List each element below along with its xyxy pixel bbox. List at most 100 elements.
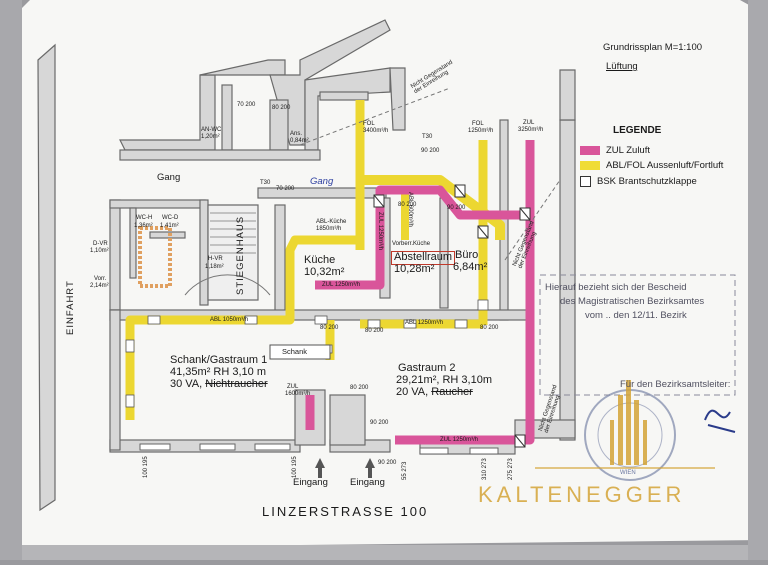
- windows: [139, 443, 499, 455]
- room-abstell-note: Vorberr.Küche: [392, 241, 431, 247]
- room-wch: WC-H: [136, 215, 153, 221]
- duct-abl-kueche: ABL-Küche: [316, 219, 347, 225]
- door-size: 275 273: [508, 458, 514, 480]
- room-gastraum2-raucher: Raucher: [431, 386, 473, 398]
- schank-counter: [269, 344, 331, 360]
- room-gastraum2-area: 29,21m², RH 3,10m: [396, 374, 492, 386]
- duct-fol-left: FOL: [363, 121, 375, 127]
- permit-text-1: Hierauf bezieht sich der Bescheid: [545, 282, 687, 293]
- room-buero-area: 6,84m²: [453, 261, 488, 273]
- room-wcd: WC-D: [162, 215, 179, 221]
- room-schank-area: 41,35m² RH 3,10 m: [170, 366, 266, 378]
- zul-ducts: [305, 140, 535, 445]
- duct-abl-kueche-flow: 1850m³/h: [316, 226, 342, 232]
- legend-item-zul: ZUL Zuluft: [580, 146, 650, 156]
- scale-label: Grundrissplan M=1:100: [603, 42, 703, 53]
- room-gastraum2: Gastraum 2: [398, 362, 456, 374]
- door-size: 70 200: [276, 186, 295, 192]
- permit-text-3: vom .. den 12/11. Bezirk: [585, 310, 687, 321]
- permit-stamp-box: [539, 274, 736, 396]
- door-size: 80 200: [320, 325, 339, 331]
- door-size: 80 200: [272, 105, 291, 111]
- door-t30: T30: [422, 134, 433, 140]
- room-kueche-area: 10,32m²: [304, 266, 345, 278]
- duct-zul-top-flow: 3250m³/h: [518, 127, 544, 133]
- door-size: 100 195: [292, 456, 298, 478]
- street-name: LINZERSTRASSE 100: [262, 504, 429, 519]
- legend-item-bsk: BSK Brantschutzklappe: [580, 176, 697, 187]
- room-hvr-area: 1,18m²: [205, 264, 224, 270]
- legend-swatch-abl: [580, 161, 600, 171]
- room-stiegenhaus: STIEGENHAUS: [235, 215, 246, 295]
- legend-title: LEGENDE: [613, 125, 662, 136]
- door-size: 80 200: [365, 328, 384, 334]
- room-dvr-area: 1,10m²: [90, 248, 109, 254]
- watermark-logo: [610, 380, 647, 465]
- room-schank-nichtraucher: Nichtraucher: [205, 378, 268, 390]
- schank-counter-label: Schank: [282, 347, 308, 356]
- room-abstell: Abstellraum: [391, 251, 456, 265]
- duct-zul-1600: ZUL: [287, 384, 299, 390]
- permit-amtsleiter: Für den Bezirksamtsleiter:: [620, 379, 731, 390]
- room-gastraum2-va-value: 20 VA,: [396, 386, 432, 398]
- door-t30-b: T30: [260, 180, 271, 186]
- room-schank-va: 30 VA, Nichtraucher: [170, 378, 268, 391]
- door-size: 90 200: [447, 205, 466, 211]
- legend-swatch-bsk: [580, 176, 591, 187]
- door-size: 310 273: [482, 458, 488, 480]
- legend-label-bsk: BSK Brantschutzklappe: [597, 175, 697, 187]
- entrance-arrows: [315, 458, 375, 478]
- room-an-wc-area: 1,20m²: [201, 134, 220, 140]
- room-schank: Schank/Gastraum 1: [170, 354, 268, 366]
- room-einfahrt: EINFAHRT: [65, 280, 76, 335]
- room-vorr-area: 2,14m²: [90, 283, 109, 289]
- duct-fol-right-flow: 1250m³/h: [468, 128, 494, 134]
- room-an-wc: AN-WC: [201, 127, 222, 133]
- boundary-line-right: [504, 179, 561, 261]
- duct-zul-1250-bottom: ZUL 1250m³/h: [440, 437, 479, 443]
- door-size: 55 273: [402, 461, 408, 480]
- entrance-label-1: Eingang: [293, 477, 328, 488]
- duct-zul-top: ZUL: [523, 120, 535, 126]
- room-abstell-area: 10,28m²: [394, 263, 435, 275]
- legend-item-abl: ABL/FOL Aussenluft/Fortluft: [580, 161, 723, 171]
- bsk-markers: [373, 184, 531, 448]
- plan-title: Lüftung: [606, 61, 638, 72]
- signature: [704, 409, 736, 433]
- legend-swatch-zul: [580, 146, 600, 156]
- boundary-line: [299, 87, 451, 146]
- door-size: 100 195: [143, 456, 149, 478]
- stair-curve: [184, 274, 271, 296]
- duct-zul-1600-flow: 1600m³/h: [285, 391, 311, 397]
- watermark-text: KALTENEGGER: [478, 482, 686, 507]
- room-ans-area: 0,84m²: [290, 138, 309, 144]
- door-size: 80 200: [398, 202, 417, 208]
- room-buero: Büro: [455, 249, 479, 261]
- room-gastraum2-va: 20 VA, Raucher: [396, 386, 473, 399]
- room-hvr: H-VR: [208, 256, 223, 262]
- duct-vert-abl: ABL 600m³/h: [407, 192, 413, 227]
- room-ans: Ans.: [290, 131, 303, 137]
- door-size: 90 200: [421, 148, 440, 154]
- duct-vert-zul: ZUL 1250m³/h: [377, 212, 383, 251]
- stair-steps: [210, 212, 256, 254]
- duct-fol-left-flow: 3400m³/h: [363, 128, 389, 134]
- duct-abl-1250: ABL 1250m³/h: [405, 320, 444, 326]
- door-size: 90 200: [370, 420, 389, 426]
- room-wcd-area: 1,41m²: [160, 223, 179, 229]
- room-kueche: Küche: [304, 254, 336, 266]
- duct-fol-right: FOL: [472, 121, 484, 127]
- legend-label-abl: ABL/FOL Aussenluft/Fortluft: [606, 160, 724, 171]
- door-size: 70 200: [237, 102, 256, 108]
- room-schank-va-value: 30 VA,: [170, 378, 206, 390]
- permit-text-2: des Magistratischen Bezirksamtes: [560, 296, 705, 307]
- entrance-label-2: Eingang: [350, 477, 385, 488]
- room-vorr: Vorr.: [94, 276, 107, 282]
- door-size: 90 200: [378, 460, 397, 466]
- room-gang: Gang: [157, 172, 181, 183]
- duct-abl-1050: ABL 1050m³/h: [210, 317, 249, 323]
- seal-text: WIEN: [620, 470, 636, 476]
- door-size: 80 200: [480, 325, 499, 331]
